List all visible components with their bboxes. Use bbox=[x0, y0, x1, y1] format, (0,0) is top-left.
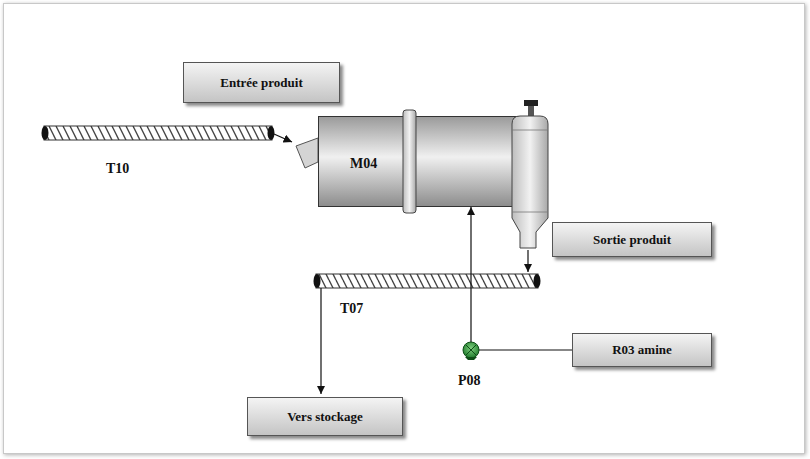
storage-arrow bbox=[320, 288, 321, 394]
screw-conveyor bbox=[42, 126, 275, 140]
box-label: Sortie produit bbox=[593, 232, 671, 248]
outlet-arrow bbox=[527, 250, 528, 272]
equipment-tag: T10 bbox=[106, 161, 129, 177]
feed-arrow bbox=[274, 134, 292, 142]
drum-body bbox=[318, 116, 528, 207]
box-label: R03 amine bbox=[612, 342, 672, 358]
input-label-box: Entrée produit bbox=[183, 62, 340, 103]
tank-label-box: R03 amine bbox=[572, 333, 712, 367]
box-label: Entrée produit bbox=[220, 75, 302, 91]
screw-conveyor bbox=[314, 274, 541, 288]
output-label-box: Sortie produit bbox=[552, 222, 712, 257]
rotary-drum: M04 bbox=[318, 116, 528, 207]
equipment-tag: M04 bbox=[350, 156, 377, 172]
box-label: Vers stockage bbox=[287, 409, 363, 425]
inlet-spout bbox=[296, 138, 318, 168]
equipment-tag: T07 bbox=[340, 301, 363, 317]
equipment-tag: P08 bbox=[458, 373, 481, 389]
pump-symbol bbox=[463, 342, 479, 360]
storage-label-box: Vers stockage bbox=[247, 397, 403, 436]
